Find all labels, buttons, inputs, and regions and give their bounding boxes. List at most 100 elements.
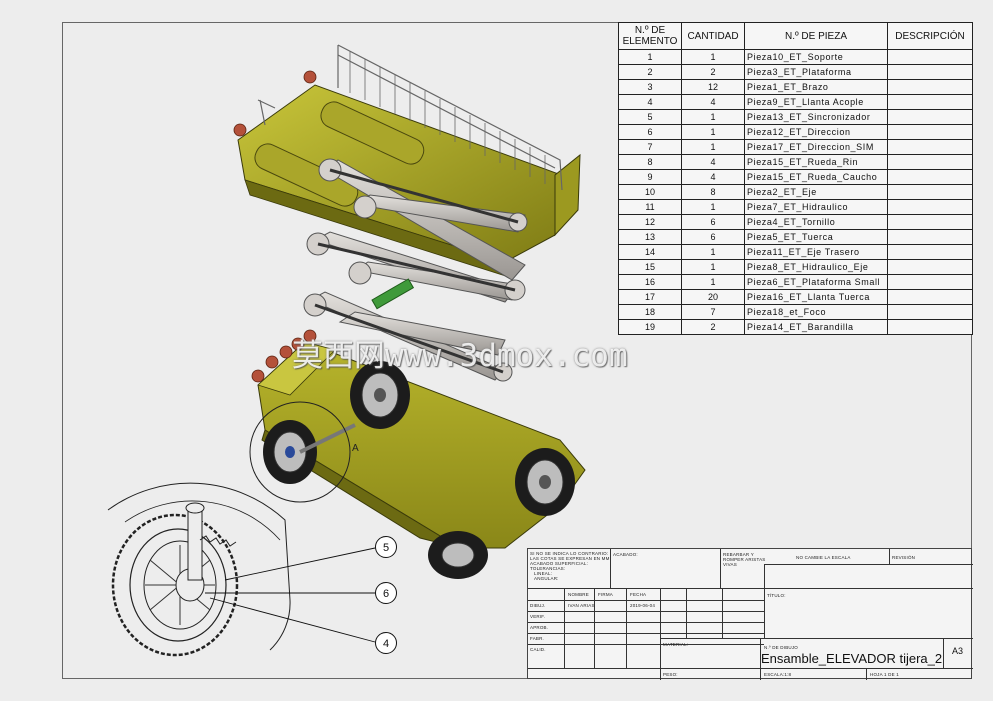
bom-cell-element: 2 — [618, 64, 682, 80]
bom-cell-description — [887, 289, 973, 305]
bom-header-part-number: N.º DE PIEZA — [744, 22, 888, 50]
bom-cell-description — [887, 304, 973, 320]
bom-cell-description — [887, 274, 973, 290]
tb-role-drawn: DIBUJ. — [530, 603, 546, 608]
bom-cell-description — [887, 184, 973, 200]
bom-cell-quantity: 6 — [681, 214, 745, 230]
drawing-title: Ensamble_ELEVADOR tijera_2 — [761, 651, 943, 666]
bom-cell-part-number: Pieza4_ET_Tornillo — [744, 214, 888, 230]
bom-cell-description — [887, 169, 973, 185]
bom-cell-quantity: 1 — [681, 259, 745, 275]
bom-cell-description — [887, 94, 973, 110]
tb-dwg-no-label: N.º DE DIBUJO — [764, 645, 798, 650]
tb-sheet-number: HOJA 1 DE 1 — [870, 672, 899, 677]
tb-role-approved: APROB. — [530, 625, 549, 630]
detail-circle-a — [249, 401, 351, 503]
bom-cell-part-number: Pieza6_ET_Plataforma Small — [744, 274, 888, 290]
bom-cell-element: 16 — [618, 274, 682, 290]
bom-cell-quantity: 12 — [681, 79, 745, 95]
bom-cell-description — [887, 124, 973, 140]
base-lights — [251, 329, 317, 383]
bom-cell-quantity: 2 — [681, 319, 745, 335]
detail-view-wheel — [107, 482, 291, 657]
bom-cell-element: 9 — [618, 169, 682, 185]
bom-cell-element: 3 — [618, 79, 682, 95]
bom-cell-quantity: 1 — [681, 244, 745, 260]
bom-cell-quantity: 4 — [681, 169, 745, 185]
bom-header-element-number: N.º DE ELEMENTO — [618, 22, 682, 50]
tb-edges-3: VIVAS — [723, 562, 737, 567]
bom-cell-quantity: 8 — [681, 184, 745, 200]
bom-cell-quantity: 4 — [681, 154, 745, 170]
tb-col-signature: FIRMA — [598, 592, 613, 597]
bom-cell-description — [887, 259, 973, 275]
bom-cell-part-number: Pieza17_ET_Direccion_SIM — [744, 139, 888, 155]
tb-col-name: NOMBRE — [568, 592, 589, 597]
tb-scale: ESCALA:1:8 — [764, 672, 792, 677]
bom-cell-element: 5 — [618, 109, 682, 125]
balloon-4: 4 — [375, 632, 397, 654]
bom-cell-element: 1 — [618, 49, 682, 65]
title-block: SI NO SE INDICA LO CONTRARIO: LAS COTAS … — [527, 548, 973, 680]
bom-cell-description — [887, 139, 973, 155]
tb-material-label: MATERIAL: — [663, 642, 689, 647]
tb-role-quality: CALID. — [530, 647, 546, 652]
tb-edges-2: ROMPER ARISTAS — [723, 557, 766, 562]
tb-no-scale: NO CAMBIE LA ESCALA — [796, 555, 851, 560]
bom-header-quantity: CANTIDAD — [681, 22, 745, 50]
bom-cell-element: 13 — [618, 229, 682, 245]
wheels — [263, 361, 575, 579]
bom-cell-part-number: Pieza3_ET_Plataforma — [744, 64, 888, 80]
bom-cell-element: 18 — [618, 304, 682, 320]
bom-cell-part-number: Pieza1_ET_Brazo — [744, 79, 888, 95]
detail-label: A — [352, 443, 359, 454]
bom-cell-quantity: 1 — [681, 274, 745, 290]
bom-cell-quantity: 4 — [681, 94, 745, 110]
bom-cell-element: 19 — [618, 319, 682, 335]
bom-cell-description — [887, 199, 973, 215]
tb-note-3: ACABADO SUPERFICIAL: — [530, 561, 589, 566]
bom-cell-quantity: 20 — [681, 289, 745, 305]
bom-cell-quantity: 1 — [681, 199, 745, 215]
bom-cell-element: 11 — [618, 199, 682, 215]
bom-cell-description — [887, 319, 973, 335]
bom-cell-element: 17 — [618, 289, 682, 305]
bom-cell-part-number: Pieza15_ET_Rueda_Caucho — [744, 169, 888, 185]
bom-cell-description — [887, 214, 973, 230]
bom-cell-quantity: 7 — [681, 304, 745, 320]
bom-cell-quantity: 2 — [681, 64, 745, 80]
balloon-5: 5 — [375, 536, 397, 558]
balloon-6-number: 6 — [382, 588, 390, 600]
scissor-arms — [303, 158, 528, 382]
bom-cell-quantity: 1 — [681, 109, 745, 125]
balloon-leaders — [205, 547, 376, 643]
tb-edges-1: REBARBAR Y — [723, 552, 754, 557]
tb-note-4: TOLERANCIAS: — [530, 566, 566, 571]
bom-cell-part-number: Pieza11_ET_Eje Trasero — [744, 244, 888, 260]
bom-cell-element: 7 — [618, 139, 682, 155]
bom-cell-part-number: Pieza5_ET_Tuerca — [744, 229, 888, 245]
bom-cell-quantity: 1 — [681, 139, 745, 155]
tb-role-checked: VERIF. — [530, 614, 546, 619]
bom-cell-quantity: 6 — [681, 229, 745, 245]
tb-note-6: ANGULAR: — [534, 576, 559, 581]
bom-cell-description — [887, 79, 973, 95]
bom-cell-part-number: Pieza8_ET_Hidraulico_Eje — [744, 259, 888, 275]
bom-cell-element: 14 — [618, 244, 682, 260]
